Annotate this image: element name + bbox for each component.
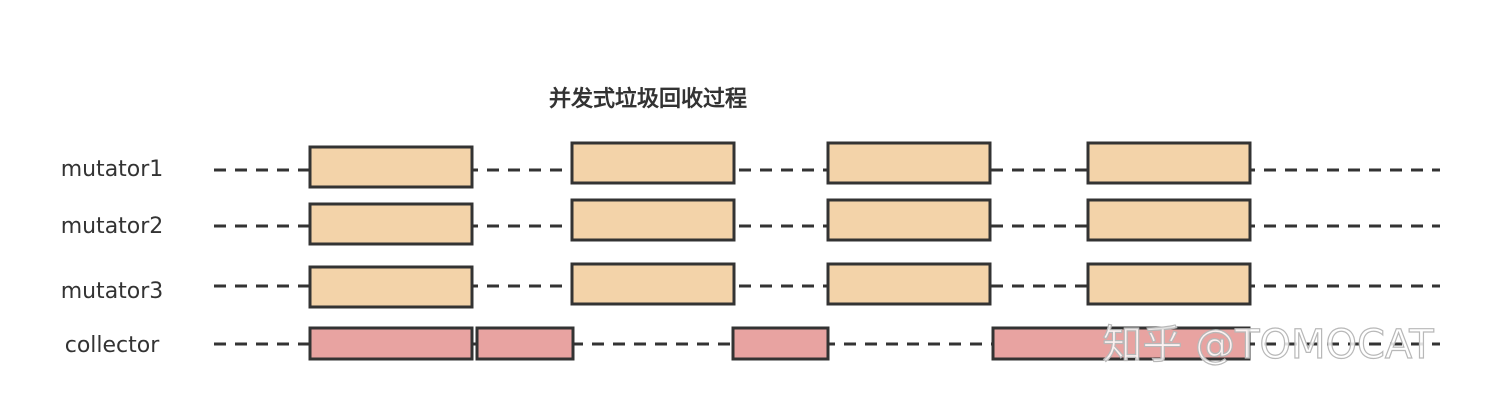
mutator2-run-block-4 — [1086, 198, 1252, 242]
mutator1-run-block-1 — [308, 145, 474, 189]
watermark: 知乎 @TOMOCAT — [1102, 322, 1434, 368]
mutator2-run-block-3 — [826, 198, 992, 242]
collector-run-block-3 — [731, 326, 830, 361]
collector-run-block-1 — [308, 326, 474, 361]
lane-label-mutator1: mutator1 — [61, 157, 164, 182]
lane-label-mutator2: mutator2 — [61, 214, 164, 239]
mutator3-run-block-3 — [826, 262, 992, 306]
mutator1-run-block-4 — [1086, 141, 1252, 185]
collector-run-block-2 — [475, 326, 575, 361]
mutator3-run-block-2 — [570, 262, 736, 306]
lane-label-collector: collector — [65, 333, 160, 358]
mutator2-run-block-2 — [570, 198, 736, 242]
mutator1-run-block-3 — [826, 141, 992, 185]
lane-label-mutator3: mutator3 — [61, 279, 164, 304]
collector-run-block-4 — [991, 326, 1251, 361]
mutator1-run-block-2 — [570, 141, 736, 185]
mutator3-run-block-1 — [308, 265, 474, 309]
mutator3-run-block-4 — [1086, 262, 1252, 306]
mutator2-run-block-1 — [308, 202, 474, 246]
diagram-title: 并发式垃圾回收过程 — [549, 86, 747, 112]
lanes-layer — [214, 141, 1440, 361]
